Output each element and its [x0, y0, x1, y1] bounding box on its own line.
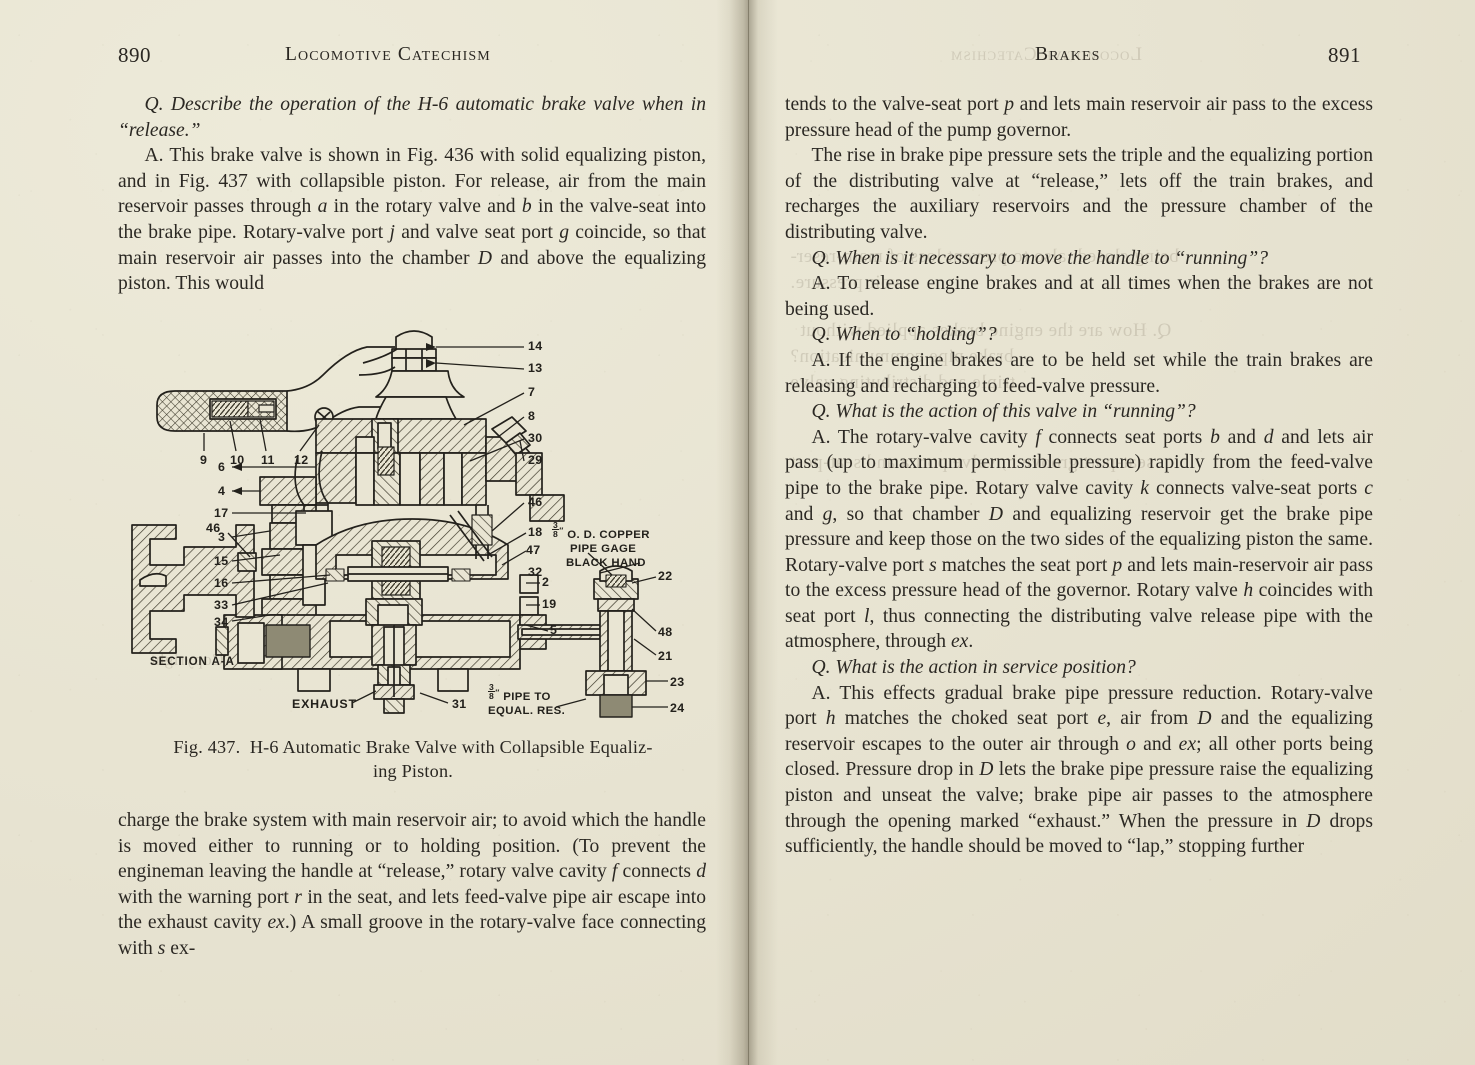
paragraph-answer: A. The rotary-valve cavity f connects se… [785, 426, 1374, 653]
paragraph-continuation: charge the brake system with main reserv… [118, 810, 706, 959]
figure-callout-32: 32 [528, 565, 543, 579]
figure-callout-14: 14 [528, 339, 543, 353]
figure-callout-5: 5 [550, 623, 558, 637]
paragraph-question: Q. What is the action in service positio… [811, 657, 1136, 679]
figure-callout-19: 19 [542, 597, 557, 611]
paragraph-continuation: tends to the valve-seat port p and lets … [785, 94, 1373, 141]
figure-caption: Fig. 437. H-6 Automatic Brake Valve with… [118, 735, 708, 783]
figure-callout-31: 31 [452, 697, 467, 711]
gage-note-line-3: BLACK HAND [566, 556, 646, 569]
right-column-text: tends to the valve-seat port p and lets … [785, 92, 1373, 860]
paragraph-question: Q. When is it necessary to move the hand… [811, 247, 1269, 269]
right-running-head: Brakes [1035, 44, 1101, 65]
left-page-folio: 890 [118, 43, 151, 67]
figure-callout-4: 4 [218, 484, 226, 498]
figure-callout-33: 33 [214, 598, 229, 612]
figure-callout-12: 12 [294, 453, 309, 467]
paragraph-answer: The rise in brake pipe pressure sets the… [785, 145, 1373, 243]
left-page: 890 Locomotive Catechism Q. Describe the… [0, 0, 730, 1065]
left-running-head: Locomotive Catechism [285, 44, 491, 65]
figure-callout-15: 15 [214, 554, 229, 568]
figure-callout-23: 23 [670, 675, 685, 689]
paragraph-answer: A. If the engine brakes are to be held s… [785, 349, 1373, 397]
figure-callout-2: 2 [542, 575, 550, 589]
figure-callout-46-left: 46 [206, 521, 221, 535]
figure-callout-46-right: 46 [528, 495, 543, 509]
figure-callout-11: 11 [261, 453, 275, 467]
figure-callout-21: 21 [658, 649, 673, 663]
figure-callout-47: 47 [526, 543, 541, 557]
res-note-line-1: PIPE TO [503, 690, 551, 703]
paragraph-question: Q. What is the action of this valve in “… [811, 401, 1196, 423]
paragraph-answer: A. This brake valve is shown in Fig. 436… [118, 145, 707, 295]
figure-callout-10: 10 [230, 453, 245, 467]
paragraph-answer: A. To release engine brakes and at all t… [785, 273, 1373, 320]
paragraph-answer: A. This effects gradual brake pipe press… [785, 682, 1374, 858]
figure-callout-24: 24 [670, 701, 685, 715]
figure-callout-16: 16 [214, 576, 229, 590]
left-column-text-top: Q. Describe the operation of the H-6 aut… [118, 92, 706, 297]
figure-callout-48: 48 [658, 625, 673, 639]
figure-number: Fig. 437. [173, 737, 241, 757]
figure-callout-9: 9 [200, 453, 208, 467]
figure-callout-18: 18 [528, 525, 543, 539]
gage-note-line-2: PIPE GAGE [570, 542, 637, 555]
figure-callout-13: 13 [528, 361, 543, 375]
paragraph-question: Q. Describe the operation of the H-6 aut… [118, 94, 706, 141]
figure-437: 14 13 7 8 30 29 46 18 47 32 2 19 5 22 48… [120, 325, 700, 730]
figure-callout-34: 34 [214, 615, 229, 629]
paragraph-question: Q. When to “holding”? [811, 324, 997, 346]
figure-callout-8: 8 [528, 409, 536, 423]
res-note-line-2: EQUAL. RES. [488, 704, 566, 717]
figure-caption-line-1: H-6 Automatic Brake Valve with Collapsib… [249, 737, 653, 757]
brake-valve-cross-section-drawing [131, 330, 668, 718]
exhaust-label: EXHAUST [292, 697, 357, 711]
gage-note-line-1: O. D. COPPER [567, 528, 650, 541]
right-page: Brakes 891 tends to the valve-seat port … [745, 0, 1475, 1065]
figure-callout-17: 17 [214, 506, 229, 520]
left-column-text-bottom: charge the brake system with main reserv… [118, 808, 706, 962]
figure-callout-7: 7 [528, 385, 536, 399]
figure-callout-3: 3 [218, 530, 226, 544]
section-a-a-label: SECTION A-A [150, 655, 235, 668]
figure-callout-6: 6 [218, 460, 226, 474]
figure-callout-30: 30 [528, 431, 543, 445]
figure-callout-22: 22 [658, 569, 673, 583]
figure-caption-line-2: ing Piston. [372, 761, 454, 781]
figure-callout-29: 29 [528, 453, 543, 467]
right-page-folio: 891 [1328, 43, 1361, 67]
